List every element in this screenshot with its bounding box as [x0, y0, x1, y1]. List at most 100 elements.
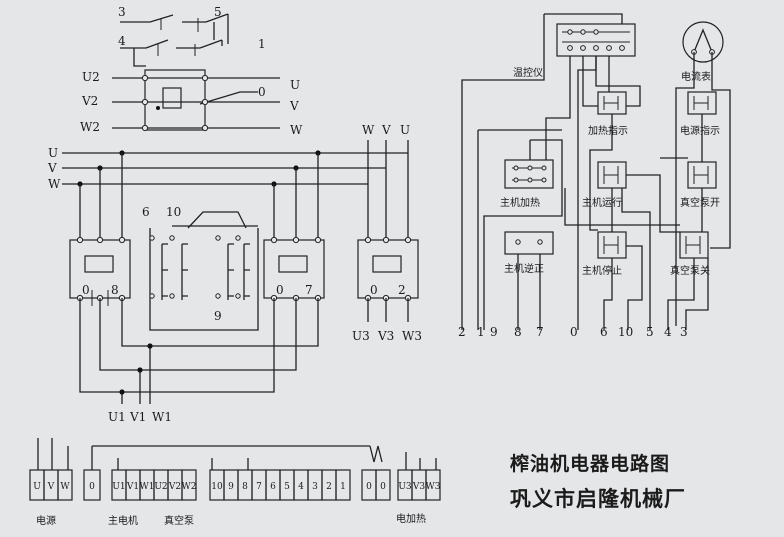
terminal-label: 5	[284, 482, 290, 492]
label-heat-indicator: 加热指示	[588, 124, 628, 137]
terminal-label: W3	[426, 482, 441, 492]
terminal-cell	[375, 469, 391, 501]
label-v3: V3	[377, 329, 394, 343]
label-c2-7: 7	[305, 283, 313, 297]
ctrl-num-2: 9	[490, 325, 498, 339]
control-circuit: 温控仪 电流表 加热指示 电源指示 主机加热 主机运行 真空泵开 主机逆	[458, 13, 731, 339]
label-w1: W1	[152, 410, 172, 424]
label-tr-u: U	[400, 123, 410, 137]
label-c1-0: 0	[82, 283, 90, 297]
terminal-label: 3	[312, 482, 318, 492]
terminal-label: U1	[112, 482, 125, 492]
terminal-label: W2	[182, 482, 197, 492]
terminal-label: V2	[168, 482, 181, 492]
label-in-w2: W2	[80, 120, 100, 134]
terminal-label: 6	[270, 482, 276, 492]
label-sw3: 3	[118, 5, 126, 19]
ctrl-num-5: 0	[570, 325, 578, 339]
diagram-title: 榨油机电器电路图	[510, 452, 670, 475]
terminal-label: 8	[242, 482, 248, 492]
terminal-label: 10	[211, 482, 223, 492]
legend-power: 电源	[36, 514, 56, 527]
top-left-switch-block: 3 5 4 1 U2 V2 W2 U 0 V W	[80, 5, 303, 137]
terminal-label: V1	[126, 482, 139, 492]
label-sw1: 1	[258, 37, 266, 51]
legend-vacuum-pump: 真空泵	[164, 514, 194, 527]
contactor-3: 0 2 U3 V3 W3	[352, 236, 422, 343]
ctrl-num-1: 1	[477, 325, 485, 339]
label-w3: W3	[402, 329, 422, 343]
ctrl-num-0: 2	[458, 325, 466, 339]
label-in-v2: V2	[81, 94, 98, 108]
terminal-label: W	[60, 482, 70, 492]
label-out-w: W	[290, 123, 303, 137]
label-in-u2: U2	[82, 70, 100, 84]
label-main-stop: 主机停止	[582, 264, 622, 277]
terminal-label: 0	[380, 482, 386, 492]
terminal-label: 0	[366, 482, 372, 492]
label-sw5: 5	[214, 5, 222, 19]
label-c1-8: 8	[111, 283, 119, 297]
label-bus-w: W	[48, 177, 61, 191]
terminal-cell	[425, 469, 441, 501]
label-sw10: 10	[166, 205, 181, 219]
ctrl-num-9: 4	[664, 325, 672, 339]
label-u3: U3	[352, 329, 370, 343]
legend-main-motor: 主电机	[108, 514, 138, 527]
legend-heater: 电加热	[396, 512, 426, 525]
terminal-cell	[335, 469, 351, 501]
terminal-label: V	[47, 482, 55, 492]
temp-controller	[556, 23, 636, 57]
label-ammeter: 电流表	[681, 70, 711, 83]
breaker-coil	[162, 87, 182, 109]
terminal-label: 2	[326, 482, 332, 492]
label-main-run: 主机运行	[582, 196, 622, 209]
terminal-label: U	[33, 482, 41, 492]
label-tr-w: W	[362, 123, 375, 137]
ammeter	[682, 21, 724, 63]
terminal-label: 4	[298, 482, 304, 492]
label-sw9: 9	[214, 309, 222, 323]
terminal-cell	[57, 469, 73, 501]
terminal-cell	[181, 469, 197, 501]
label-c3-2: 2	[398, 283, 406, 297]
label-vacuum-off: 真空泵关	[670, 264, 710, 277]
label-c3-0: 0	[370, 283, 378, 297]
ctrl-num-7: 10	[618, 325, 633, 339]
label-main-heat: 主机加热	[500, 196, 540, 209]
label-c2-0: 0	[276, 283, 284, 297]
terminal-label: 9	[228, 482, 234, 492]
ctrl-num-4: 7	[536, 325, 544, 339]
label-u1: U1	[108, 410, 126, 424]
terminal-label: 1	[340, 482, 346, 492]
label-vacuum-on: 真空泵开	[680, 196, 720, 209]
label-bus-v: V	[47, 161, 57, 175]
contactor-1: 0 8	[69, 153, 131, 306]
terminal-cell	[83, 469, 101, 501]
label-out-0: 0	[258, 85, 266, 99]
reversing-switch: 6 10 9	[142, 205, 259, 331]
label-v1: V1	[129, 410, 146, 424]
label-temp-controller: 温控仪	[513, 66, 543, 79]
label-bus-u: U	[48, 146, 58, 160]
terminal-label: W1	[140, 482, 155, 492]
three-phase-bus: U V W W V U	[47, 123, 410, 240]
motor-output-wiring: U1 V1 W1	[79, 298, 319, 424]
label-tr-v: V	[381, 123, 391, 137]
label-out-v: V	[289, 99, 299, 113]
label-out-u: U	[290, 78, 300, 92]
ctrl-num-6: 6	[600, 325, 608, 339]
breaker-box	[144, 69, 206, 131]
terminal-label: 7	[256, 482, 262, 492]
ctrl-num-10: 3	[680, 325, 688, 339]
terminal-label: U2	[154, 482, 167, 492]
ctrl-num-3: 8	[514, 325, 522, 339]
company-name: 巩义市启隆机械厂	[510, 487, 686, 511]
main-reverse-switch	[504, 231, 554, 255]
label-sw4: 4	[118, 34, 126, 48]
contactor-2: 0 7	[263, 153, 325, 302]
terminal-label: V3	[412, 482, 425, 492]
